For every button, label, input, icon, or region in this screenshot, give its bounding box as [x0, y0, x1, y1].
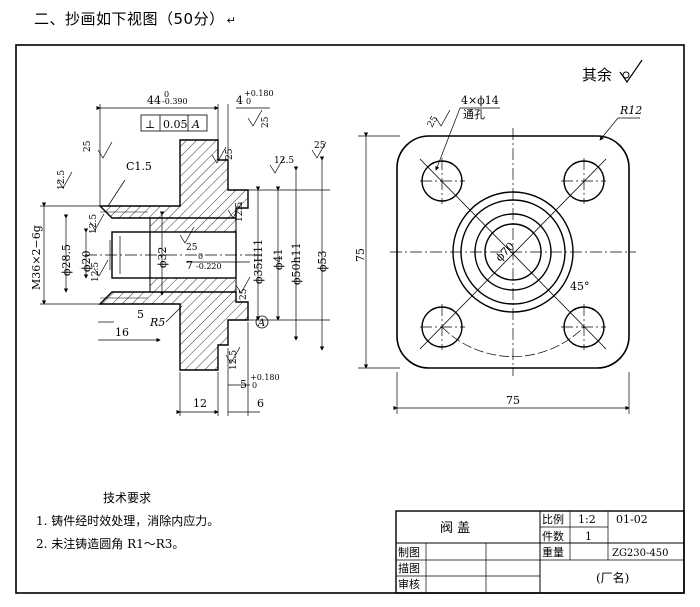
roughness-4: 12.5: [274, 156, 294, 166]
tb-material: ZG230-450: [612, 548, 669, 559]
dim-d50: ϕ50h11: [290, 242, 303, 285]
dim-d53: ϕ53: [316, 251, 329, 273]
roughness-9: 12.5: [91, 262, 101, 282]
dim-44-up: 0: [164, 90, 169, 99]
dim-44-low: -0.390: [162, 97, 188, 106]
dim-5-bottom: 5: [240, 378, 247, 391]
section-view: ⊥ 0.05 A A 44 0 -0.390 4 +0.180 0 5 +0.1…: [30, 89, 330, 416]
exercise-heading: 二、抄画如下视图（50分）↵: [34, 8, 236, 29]
roughness-3: 25: [261, 116, 271, 128]
technical-requirements: 技术要求 1. 铸件经时效处理，消除内应力。 2. 未注铸造圆角 R1～R3。: [36, 491, 219, 551]
section-hatch-flange-lower: [149, 277, 237, 293]
bolt-hole-tr: [563, 160, 605, 202]
dim-12: 12: [193, 397, 207, 410]
tech-title: 技术要求: [103, 491, 151, 505]
tb-part-name: 阀 盖: [440, 521, 470, 536]
roughness-2: 25: [225, 148, 235, 160]
dim-w75: 75: [506, 394, 520, 407]
tb-scale-value: 1:2: [578, 513, 596, 526]
dim-c15: C1.5: [126, 160, 152, 173]
roughness-0: 25: [83, 140, 93, 152]
dim-d285: ϕ28.5: [60, 244, 73, 276]
dim-16: 16: [115, 326, 129, 339]
gtol-value: 0.05: [163, 118, 188, 131]
bolt-hole-br: [563, 306, 605, 348]
boss-outer: [452, 191, 574, 313]
bolt-hole-bl: [421, 306, 463, 348]
bore-outer: [474, 213, 552, 291]
roughness-11: 12.5: [229, 350, 239, 370]
gtol-datum-ref: A: [191, 118, 200, 131]
tb-checked: 审核: [398, 577, 420, 591]
dim-r5: R5: [149, 316, 165, 329]
roughness-10: 25: [239, 288, 249, 300]
dim-5-bottom-tol: +0.180: [250, 373, 280, 382]
return-mark: ↵: [226, 14, 237, 27]
dim-5: 5: [137, 308, 144, 321]
dim-m36: M36×2−6g: [30, 225, 43, 290]
roughness-1: 12.5: [57, 170, 67, 190]
datum-a-label: A: [257, 318, 265, 329]
roughness-7: 25: [186, 243, 198, 253]
dim-4-tol: +0.180: [244, 89, 274, 98]
dim-4-low: 0: [246, 97, 251, 106]
tech-item-1: 1. 铸件经时效处理，消除内应力。: [36, 513, 219, 528]
pitch-arc: [441, 326, 585, 357]
roughness-note-text: 其余: [582, 66, 612, 84]
dim-d20: ϕ20: [80, 251, 93, 273]
drawing-frame: [15, 44, 685, 594]
roughness-symbols-right: 25: [426, 109, 451, 130]
tb-weight-label: 重量: [542, 545, 564, 559]
tb-scale-label: 比例: [542, 512, 564, 526]
title-block: [395, 510, 685, 594]
dim-6: 6: [257, 397, 264, 410]
roughness-6: 12.5: [235, 202, 245, 222]
dim-45: 45°: [570, 280, 590, 293]
dim-through: 通孔: [463, 108, 485, 121]
tb-count-label: 件数: [542, 530, 564, 543]
roughness-symbols: 25 12.5 25 25 12.5 25 12.5 25 12.5 12.5 …: [57, 109, 327, 370]
front-view: 4×ϕ14 通孔 R12 ϕ70 45° 75 75 25: [354, 94, 642, 414]
roughness-12: 25: [426, 114, 441, 129]
section-hatch-flange-upper: [149, 217, 237, 233]
tb-factory: (厂名): [596, 570, 629, 585]
gtol-symbol: ⊥: [145, 118, 155, 131]
tb-traced: 描图: [398, 561, 420, 575]
dim-44: 44: [147, 94, 161, 107]
roughness-5: 25: [314, 141, 326, 151]
dim-r12: R12: [619, 104, 642, 117]
dim-d41: ϕ41: [272, 249, 285, 271]
general-roughness-note: 其余: [582, 59, 643, 84]
boss-ring: [460, 199, 566, 305]
tb-drawn: 制图: [398, 546, 420, 559]
tb-drawing-no: 01-02: [616, 513, 648, 526]
bore-inner: [484, 223, 542, 281]
dim-5-bottom-low: 0: [252, 381, 257, 390]
bolt-hole-tl: [421, 160, 463, 202]
roughness-circle-icon: [622, 71, 630, 79]
tech-item-2: 2. 未注铸造圆角 R1～R3。: [36, 536, 184, 551]
dim-d35: ϕ35H11: [252, 239, 265, 284]
dim-h75: 75: [354, 248, 367, 262]
dim-d32: ϕ32: [156, 247, 169, 269]
dim-7-low: -0.220: [196, 262, 222, 271]
geometric-tolerance-frame: ⊥ 0.05 A: [140, 114, 208, 132]
dim-7: 7: [186, 259, 193, 272]
dim-4: 4: [236, 94, 243, 107]
dim-d70: ϕ70: [493, 240, 517, 264]
roughness-symbol-icon: [619, 59, 643, 84]
dim-7-up: 0: [198, 252, 203, 261]
dim-holes: 4×ϕ14: [461, 94, 499, 107]
datum-a-marker: A: [255, 315, 269, 329]
roughness-8: 12.5: [89, 214, 99, 234]
heading-text: 二、抄画如下视图（50分）: [34, 10, 225, 28]
tb-count-value: 1: [585, 530, 592, 543]
